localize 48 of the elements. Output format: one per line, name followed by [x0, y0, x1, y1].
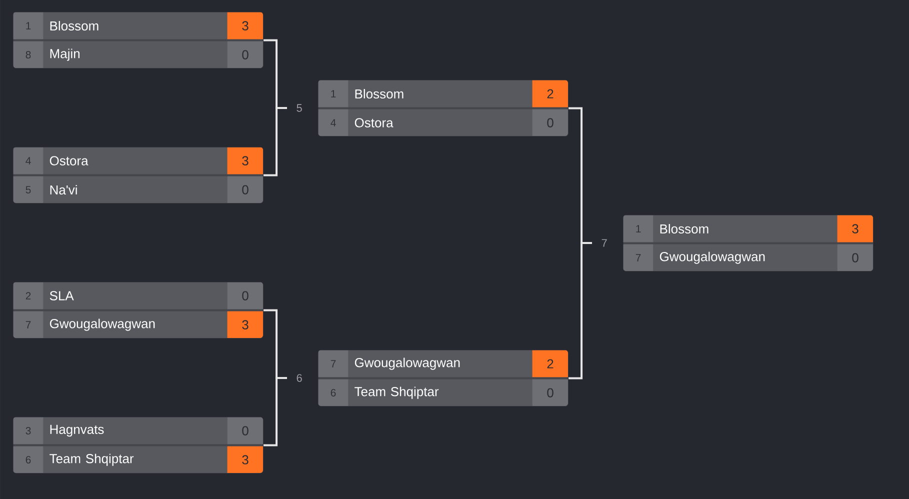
bracket-line: [264, 377, 287, 446]
match-number: 7: [602, 239, 607, 247]
match-number: 5: [296, 104, 302, 112]
score-cell: 3: [227, 311, 263, 338]
team-name-cell: Ostora: [43, 147, 228, 174]
team-name-cell: Team Shqiptar: [348, 379, 532, 406]
seed-cell: 4: [318, 109, 348, 136]
seed-cell: 7: [318, 350, 348, 378]
score-cell: 2: [532, 350, 568, 378]
seed-cell: 3: [13, 417, 44, 444]
score-cell: 0: [532, 379, 568, 406]
team-name-cell: Na'vi: [43, 176, 228, 203]
score-cell: 3: [227, 446, 263, 473]
bracket-line: [568, 242, 592, 380]
team-name-cell: Gwougalowagwan: [43, 311, 228, 338]
team-name-cell: Team Shqiptar: [43, 446, 228, 473]
seed-cell: 5: [13, 176, 44, 203]
score-cell: 3: [837, 215, 873, 242]
score-cell: 0: [227, 282, 263, 310]
team-name-cell: Blossom: [653, 215, 838, 242]
seed-cell: 7: [13, 311, 44, 338]
team-name-cell: Majin: [43, 41, 228, 68]
team-name-cell: Hagnvats: [43, 417, 228, 444]
seed-cell: 1: [13, 12, 44, 40]
team-name-cell: Ostora: [348, 109, 532, 136]
seed-cell: 1: [623, 215, 654, 242]
seed-cell: 8: [13, 41, 44, 68]
seed-cell: 6: [318, 379, 348, 406]
score-cell: 0: [227, 417, 263, 444]
score-cell: 3: [227, 12, 263, 40]
team-name-cell: Gwougalowagwan: [653, 244, 838, 271]
score-cell: 0: [837, 244, 873, 271]
team-name-cell: SLA: [43, 282, 228, 310]
seed-cell: 7: [623, 244, 654, 271]
bracket-line: [264, 107, 287, 176]
score-cell: 0: [227, 41, 263, 68]
score-cell: 3: [227, 147, 263, 174]
seed-cell: 1: [318, 80, 348, 108]
match-number: 6: [296, 374, 302, 382]
score-cell: 0: [532, 109, 568, 136]
score-cell: 0: [227, 176, 263, 203]
score-cell: 2: [532, 80, 568, 108]
seed-cell: 4: [13, 147, 44, 174]
team-name-cell: Blossom: [43, 12, 228, 40]
team-name-cell: Gwougalowagwan: [348, 350, 532, 378]
seed-cell: 6: [13, 446, 44, 473]
seed-cell: 2: [13, 282, 44, 310]
team-name-cell: Blossom: [348, 80, 532, 108]
